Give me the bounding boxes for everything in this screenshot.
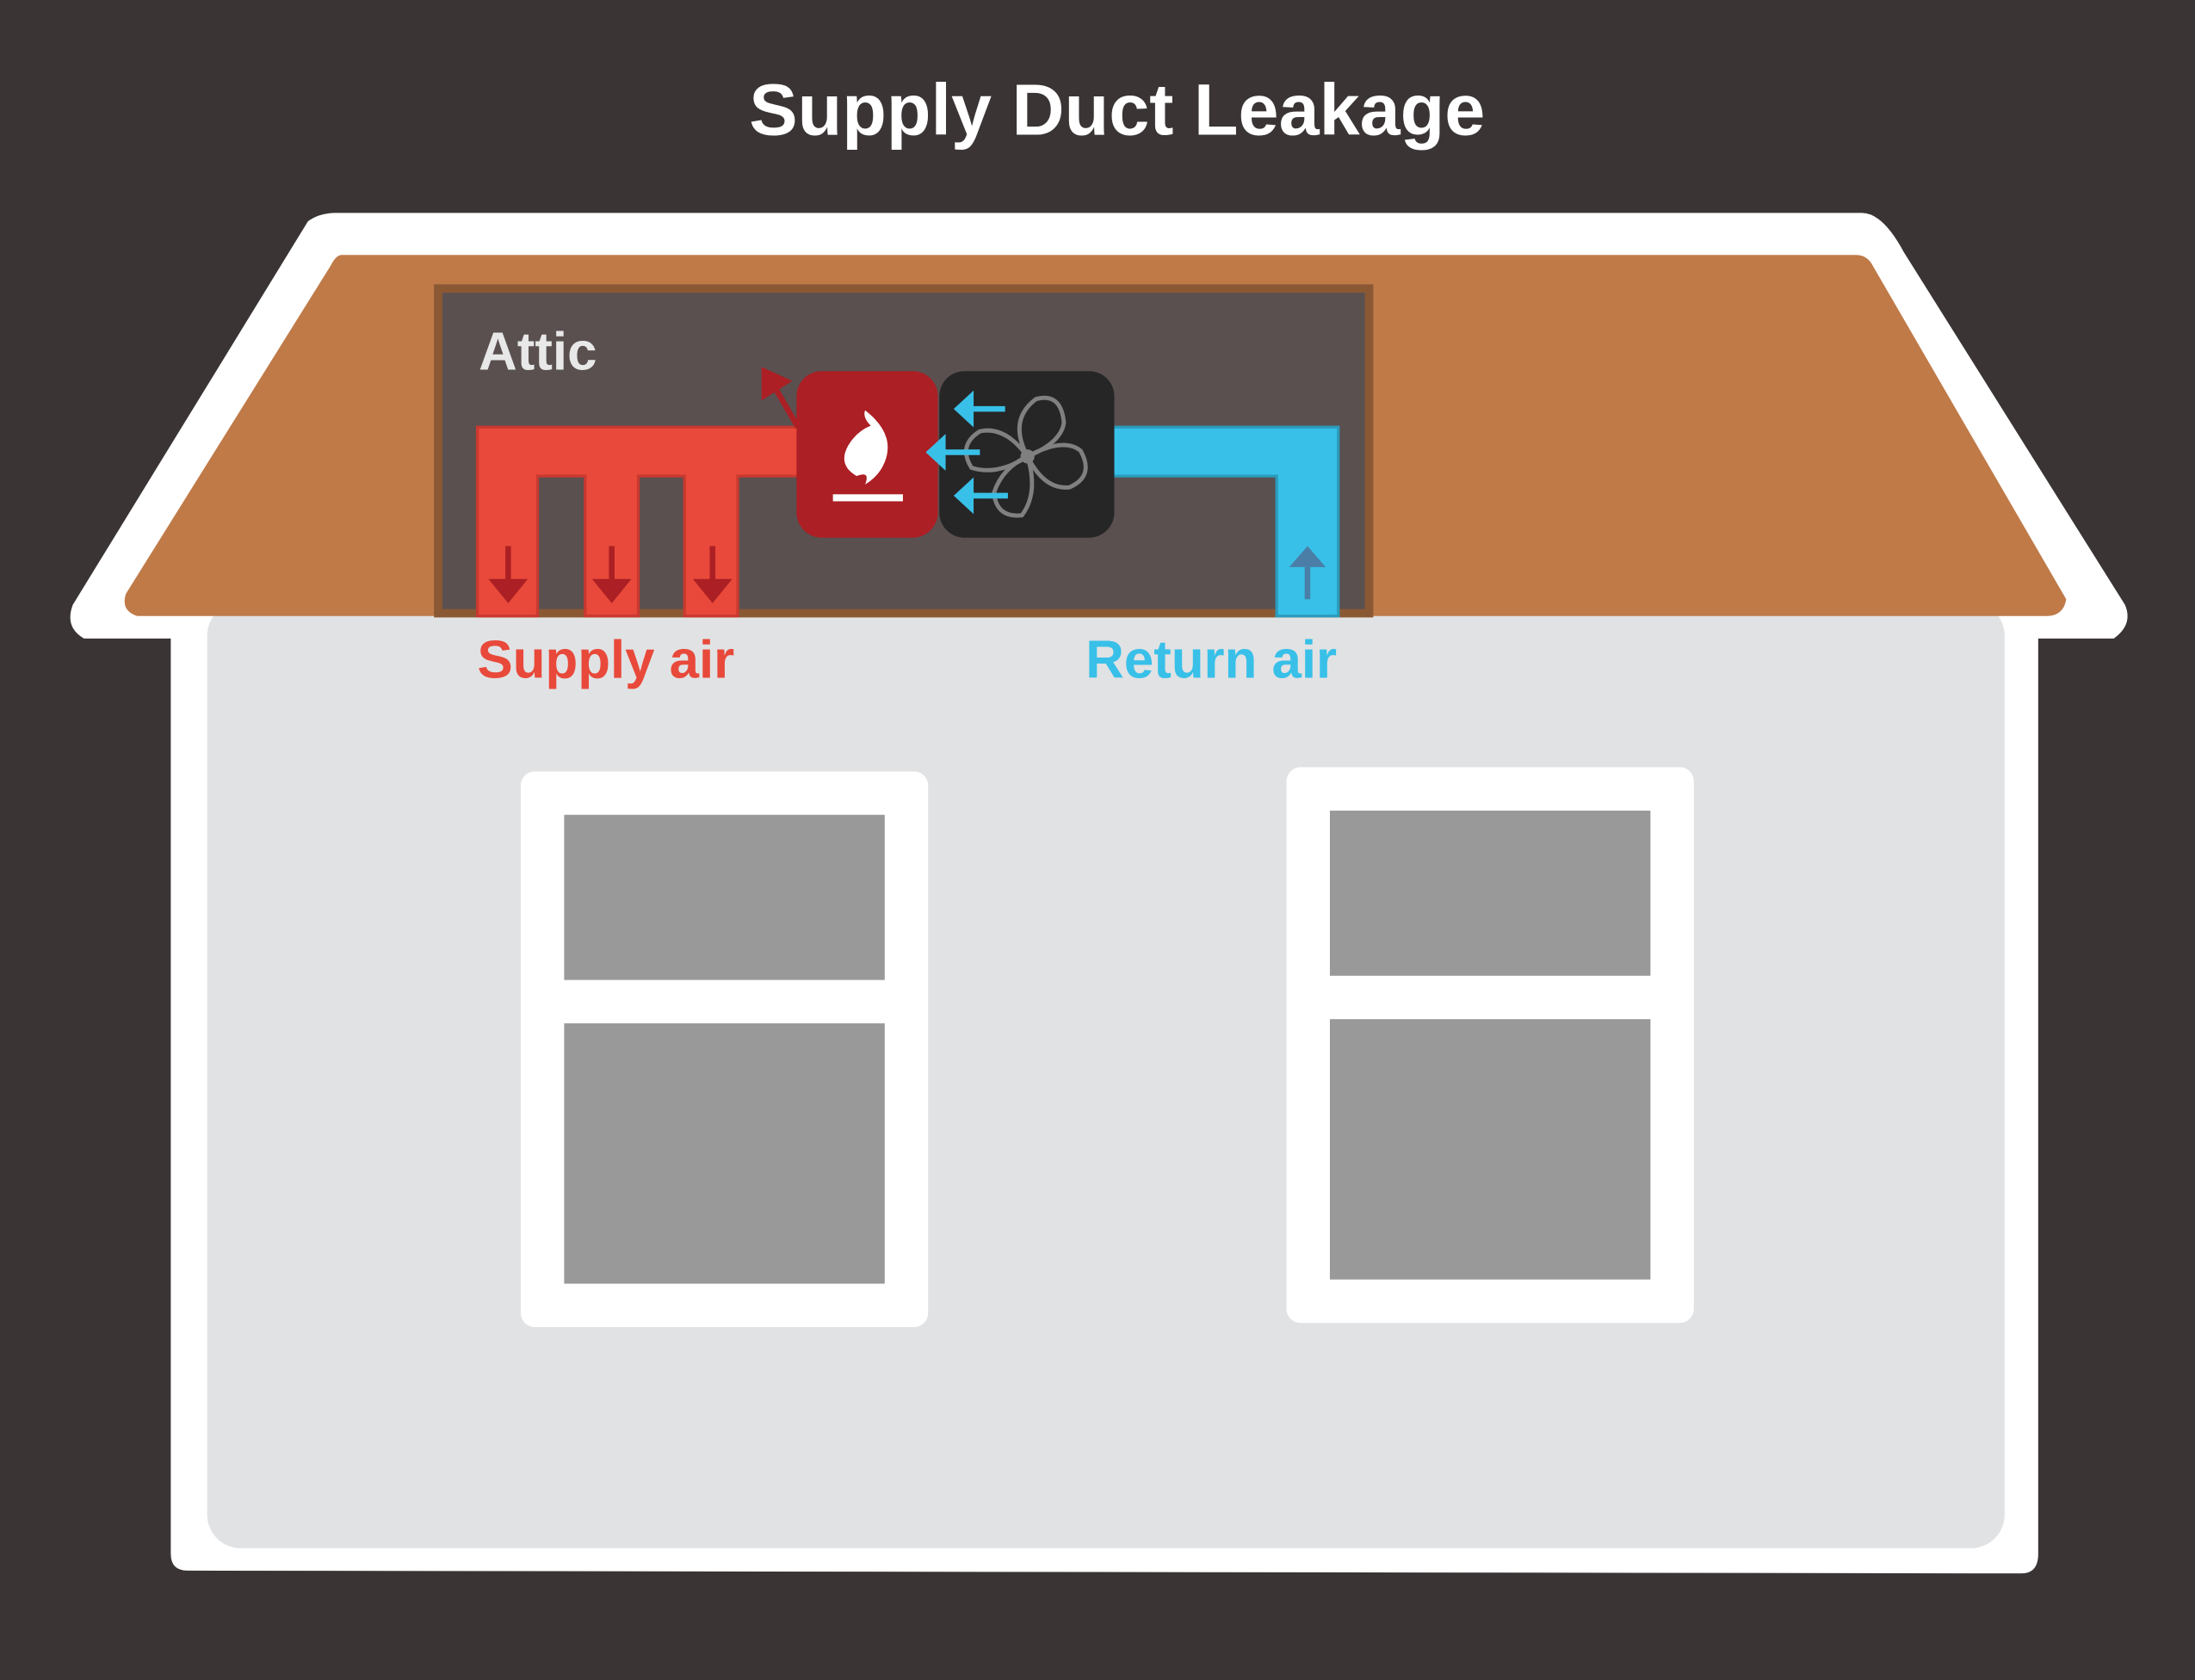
window-pane-bottom <box>1329 1019 1651 1280</box>
arrow-left-icon <box>953 390 1005 428</box>
arrow-left-icon <box>953 477 1008 515</box>
arrow-down-icon <box>488 546 529 603</box>
supply-air-label: Supply air <box>478 630 735 689</box>
blower-fan <box>925 371 1115 538</box>
window-right <box>1286 767 1694 1324</box>
house-wall <box>207 602 2005 1548</box>
return-air-label: Return air <box>1085 630 1337 689</box>
arrow-down-icon <box>692 546 733 603</box>
window-pane-top <box>564 814 885 980</box>
arrow-left-icon <box>925 434 980 471</box>
arrow-up-icon <box>1289 546 1326 600</box>
burner-line <box>832 494 903 502</box>
window-left <box>520 771 929 1327</box>
leak-arrow-icon <box>761 367 801 429</box>
arrow-down-icon <box>591 546 632 603</box>
window-pane-bottom <box>564 1023 885 1284</box>
window-pane-top <box>1329 810 1651 976</box>
furnace <box>796 371 938 538</box>
diagram-title: Supply Duct Leakage <box>749 68 1485 150</box>
furnace-flame-icon <box>844 410 888 485</box>
attic-label: Attic <box>479 323 597 382</box>
supply-duct-body <box>475 425 813 618</box>
supply-duct <box>475 367 813 618</box>
fan-icon <box>963 395 1088 518</box>
